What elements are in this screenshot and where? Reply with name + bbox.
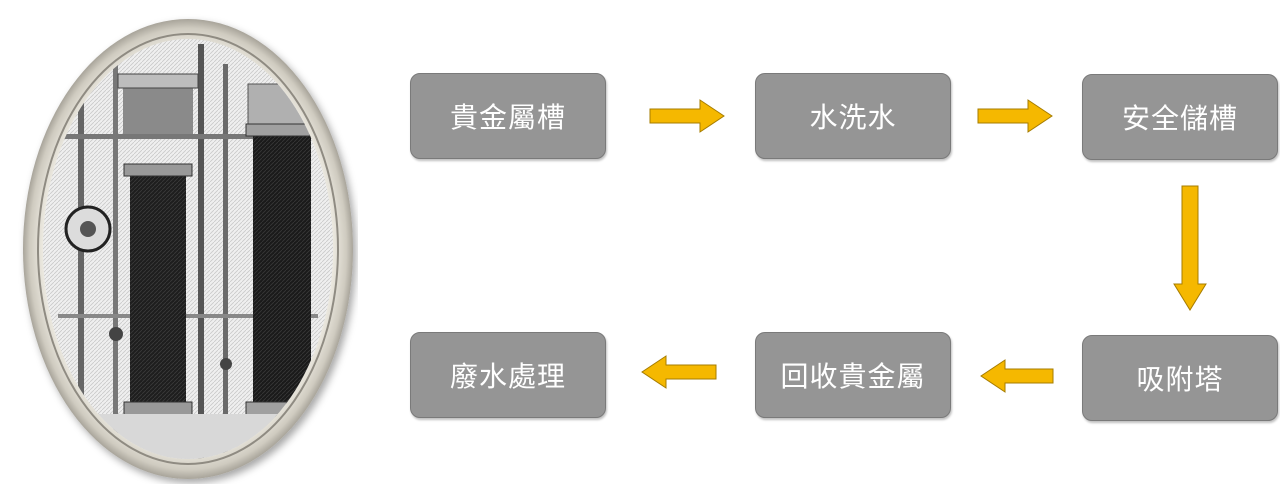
flow-node-label: 安全儲槽 bbox=[1121, 102, 1238, 135]
arrow-down-icon bbox=[1173, 185, 1207, 311]
flow-node-precious-metal-tank: 貴金屬槽 bbox=[410, 73, 606, 159]
framed-photo bbox=[18, 14, 358, 484]
flow-node-safety-storage-tank: 安全儲槽 bbox=[1082, 74, 1278, 160]
arrow-left-icon bbox=[980, 359, 1054, 393]
arrow-right-icon bbox=[649, 99, 725, 133]
flow-node-label: 廢水處理 bbox=[449, 360, 566, 393]
filter-columns-sketch-icon bbox=[23, 19, 353, 479]
arrow-right-icon bbox=[977, 99, 1053, 133]
flow-node-adsorption-tower: 吸附塔 bbox=[1082, 335, 1278, 421]
flow-node-label: 回收貴金屬 bbox=[780, 360, 926, 393]
flow-node-label: 吸附塔 bbox=[1136, 363, 1224, 396]
flow-node-wastewater-treatment: 廢水處理 bbox=[410, 332, 606, 418]
arrow-left-icon bbox=[641, 355, 717, 389]
flow-node-rinse-water: 水洗水 bbox=[755, 73, 951, 159]
flow-node-label: 貴金屬槽 bbox=[449, 101, 566, 134]
flow-node-recover-precious-metal: 回收貴金屬 bbox=[755, 332, 951, 418]
flow-node-label: 水洗水 bbox=[809, 101, 897, 134]
